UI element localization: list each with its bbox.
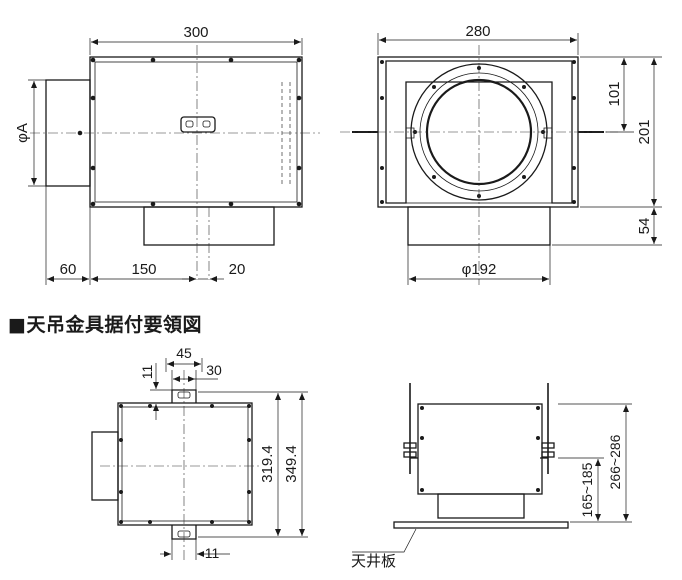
dim-266-label: 266~286 bbox=[607, 434, 623, 489]
dim-300-label: 300 bbox=[183, 24, 208, 41]
dim-165-label: 165~185 bbox=[579, 462, 595, 517]
dim-phiA-label: φA bbox=[14, 123, 31, 143]
dim-60-label: 60 bbox=[60, 261, 77, 278]
mount-screws bbox=[119, 404, 251, 524]
front-bracket-slot-2 bbox=[202, 120, 211, 128]
mount-side-screws bbox=[420, 406, 540, 492]
side-ring-screws bbox=[380, 60, 576, 204]
front-bracket bbox=[180, 116, 216, 133]
front-screws bbox=[77, 57, 302, 207]
mount-body bbox=[117, 402, 253, 526]
dim-201-label: 201 bbox=[636, 119, 653, 144]
hanger-nuts bbox=[403, 442, 555, 458]
dim-319-label: 319.4 bbox=[259, 445, 276, 483]
front-view: 300 φA 60 150 20 bbox=[14, 24, 320, 285]
front-body-inner bbox=[94, 61, 298, 203]
mount-side-duct bbox=[437, 493, 525, 519]
dim-280-label: 280 bbox=[465, 23, 490, 40]
dim-349-label: 349.4 bbox=[283, 445, 300, 483]
section-title: ■天吊金具据付要領図 bbox=[8, 314, 202, 336]
ceiling-board bbox=[393, 521, 569, 529]
dim-150-label: 150 bbox=[131, 261, 156, 278]
front-bracket-slot bbox=[185, 120, 194, 128]
dim-30-label: 30 bbox=[206, 362, 222, 378]
mount-side-view: 天井板 165~185 266~286 bbox=[351, 383, 632, 570]
ceiling-leader bbox=[352, 528, 417, 553]
ceiling-label: 天井板 bbox=[351, 552, 396, 570]
dim-11-bottom-label: 11 bbox=[205, 545, 220, 561]
mount-front-view: 45 30 11 11 319.4 349.4 bbox=[91, 345, 308, 561]
dim-54-label: 54 bbox=[636, 218, 653, 235]
mount-side-body bbox=[417, 403, 543, 495]
dim-101-label: 101 bbox=[606, 81, 623, 106]
dim-phi192-label: φ192 bbox=[462, 261, 497, 278]
dim-11-top-label: 11 bbox=[139, 365, 155, 380]
side-view: 280 101 201 54 φ192 bbox=[340, 23, 662, 285]
dim-20-label: 20 bbox=[229, 261, 246, 278]
dim-45-label: 45 bbox=[176, 345, 192, 361]
